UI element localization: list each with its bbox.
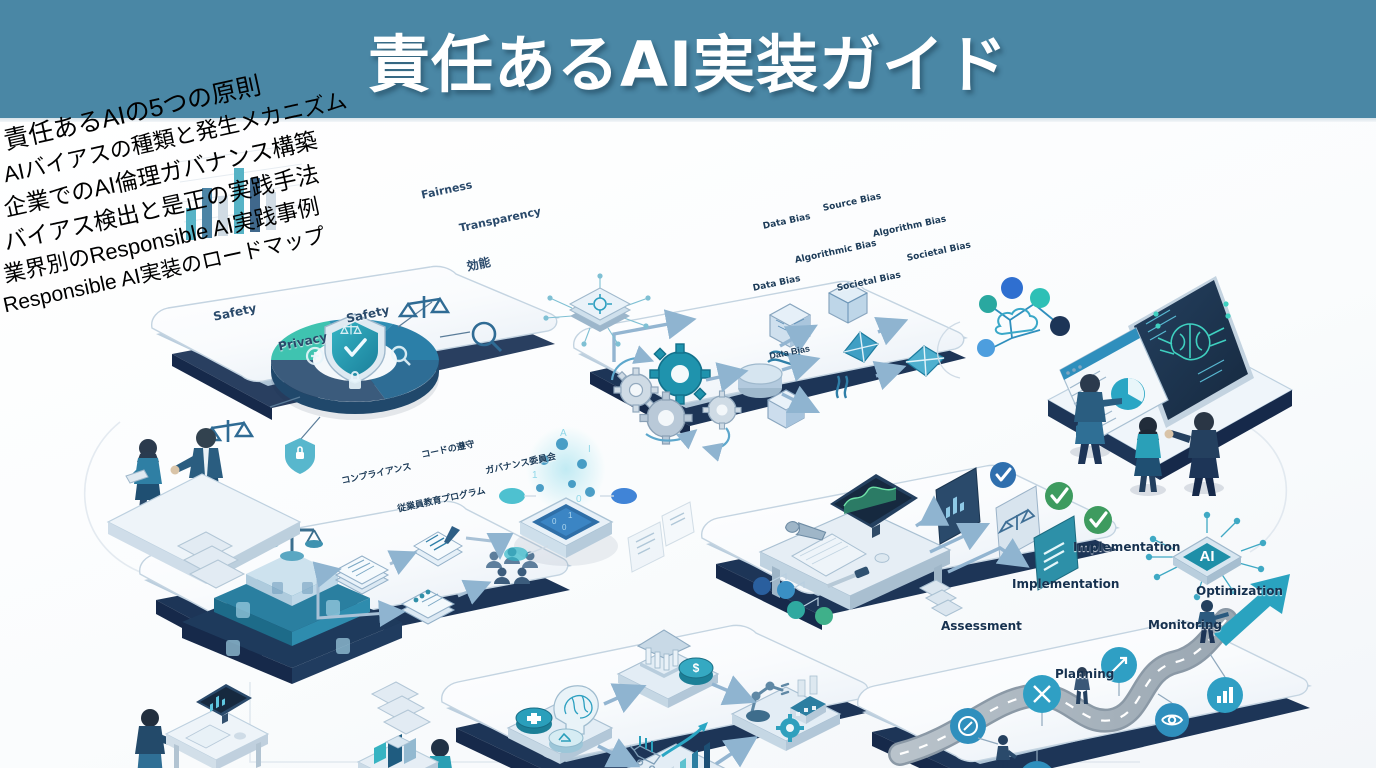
governance-pyramid — [182, 524, 402, 684]
svg-text:0: 0 — [562, 523, 567, 532]
ai-chip-right: AI — [1145, 511, 1267, 601]
bar-chart-3d-podium — [356, 734, 440, 768]
roadmap-figures — [996, 600, 1229, 768]
principles-donut — [271, 313, 439, 420]
header-banner: 責任あるAI実装ガイド — [0, 0, 1376, 118]
industry-manufacturing — [730, 675, 842, 751]
page-title: 責任あるAI実装ガイド — [367, 28, 1009, 101]
banner-underline — [0, 118, 1376, 122]
diagram-canvas: Data Bias — [0, 71, 1376, 768]
industry-arrows — [597, 675, 758, 768]
stairs-center — [370, 681, 432, 735]
roadmap-label-optimization: Optimization — [1196, 584, 1283, 598]
transparency-magnifier-icon — [471, 321, 503, 353]
industry-healthcare — [506, 685, 614, 764]
svg-text:I: I — [588, 444, 591, 455]
panel-bias-types: Data Bias — [573, 280, 968, 462]
panel-industry: $ — [441, 624, 872, 768]
platform-left-pair — [106, 473, 302, 584]
background-bar-chart — [177, 143, 307, 240]
data-cube-processor: 1A I0 010 — [514, 426, 618, 566]
bias-flow-arrows — [612, 309, 909, 414]
stairs-left — [176, 531, 246, 589]
panel-governance — [139, 500, 572, 684]
figure-woman-standing — [1130, 417, 1166, 496]
svg-text:0: 0 — [552, 517, 557, 526]
panel-bias-detection — [701, 462, 1120, 630]
panel-roadmap — [857, 574, 1312, 768]
figure-presenter — [1070, 374, 1122, 464]
svg-text:0: 0 — [576, 494, 582, 505]
svg-text:$: $ — [693, 661, 700, 675]
cube-network-nodes — [499, 488, 637, 561]
floating-report-cards — [627, 501, 695, 573]
circuit-chip-top — [543, 273, 651, 347]
bias-gears — [610, 343, 742, 462]
roadmap-label-planning: Planning — [1055, 667, 1115, 681]
figure-man-pointing — [1164, 412, 1224, 496]
governance-flow — [312, 526, 538, 627]
roadmap-milestones — [950, 647, 1243, 768]
roadmap-road — [888, 574, 1290, 766]
detection-step-badges — [753, 573, 833, 625]
figure-man-at-desk — [135, 709, 180, 768]
detection-outputs — [915, 462, 1112, 591]
roadmap-label-implementation-1: Implementation — [1012, 577, 1120, 591]
mini-pie-chart — [1111, 377, 1145, 410]
privacy-shield-icon — [285, 438, 315, 474]
ai-chip-label: AI — [1200, 548, 1215, 565]
data-source-cylinder-icon — [737, 363, 783, 398]
roadmap-label-assessment: Assessment — [941, 619, 1022, 633]
network-nodes-cloud — [937, 277, 1070, 379]
roadmap-label-monitoring: Monitoring — [1148, 618, 1222, 632]
fairness-scales-icon — [397, 296, 451, 318]
svg-text:1: 1 — [532, 470, 538, 481]
isometric-scene: Data Bias — [83, 143, 1312, 768]
svg-text:A: A — [560, 428, 567, 439]
roadmap-label-implementation-2: Implementation — [1073, 540, 1181, 554]
svg-text:1: 1 — [568, 511, 573, 520]
desk-with-monitor — [164, 684, 270, 768]
detection-workbench — [753, 474, 964, 625]
panel-principles — [151, 265, 560, 474]
